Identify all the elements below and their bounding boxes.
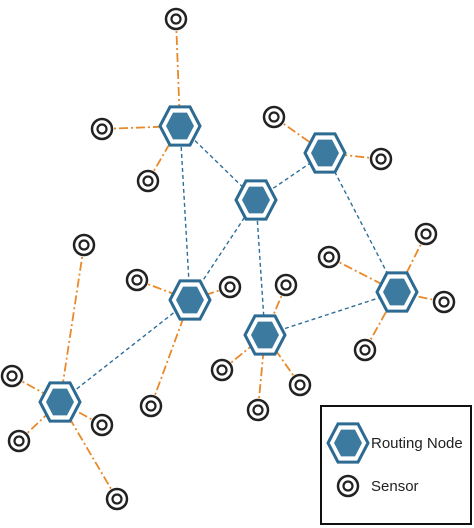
sensor-icon: [136, 169, 160, 193]
sensor-icon: [414, 222, 438, 246]
legend-box: [320, 405, 472, 525]
sensor-link: [150, 299, 191, 407]
sensor-icon: [262, 105, 286, 129]
backbone-link: [324, 152, 398, 293]
sensor-icon: [90, 413, 114, 437]
concentric-circle-icon: [336, 474, 360, 498]
sensor-link: [59, 244, 85, 403]
legend-sensor-icon: [336, 474, 360, 498]
sensor-link: [264, 334, 301, 386]
routing-node-icon: [158, 105, 202, 147]
sensor-icon: [369, 147, 393, 171]
sensor-icon: [274, 273, 298, 297]
sensor-nodes: [0, 7, 456, 511]
legend: Routing Node Sensor: [320, 405, 472, 525]
sensor-icon: [72, 233, 96, 257]
sensor-icon: [105, 487, 129, 511]
sensor-icon: [246, 398, 270, 422]
routing-node-icon: [234, 179, 278, 221]
routing-node-icon: [168, 279, 212, 321]
sensor-icon: [288, 373, 312, 397]
hexagon-node-icon: [326, 422, 370, 464]
legend-routing-node-icon: [326, 422, 370, 464]
backbone-link: [264, 291, 398, 336]
routing-node-icon: [38, 381, 82, 423]
legend-sensor-label: Sensor: [371, 478, 419, 495]
sensor-icon: [210, 358, 234, 382]
routing-node-icon: [303, 132, 347, 174]
backbone-link: [255, 199, 266, 336]
backbone-links: [59, 125, 398, 403]
sensor-icon: [0, 364, 24, 388]
sensor-icon: [90, 117, 114, 141]
sensor-icon: [125, 268, 149, 292]
sensor-link: [257, 334, 266, 411]
sensor-icon: [164, 7, 188, 31]
routing-node-icon: [243, 314, 287, 356]
sensor-icon: [218, 275, 242, 299]
backbone-link: [179, 125, 191, 301]
routing-node-icon: [375, 271, 419, 313]
sensor-icon: [432, 290, 456, 314]
sensor-icon: [317, 245, 341, 269]
legend-routing-node-label: Routing Node: [371, 435, 463, 452]
routing-nodes: [38, 105, 419, 423]
sensor-icon: [353, 338, 377, 362]
sensor-link: [101, 125, 181, 130]
sensor-icon: [139, 394, 163, 418]
sensor-icon: [7, 429, 31, 453]
